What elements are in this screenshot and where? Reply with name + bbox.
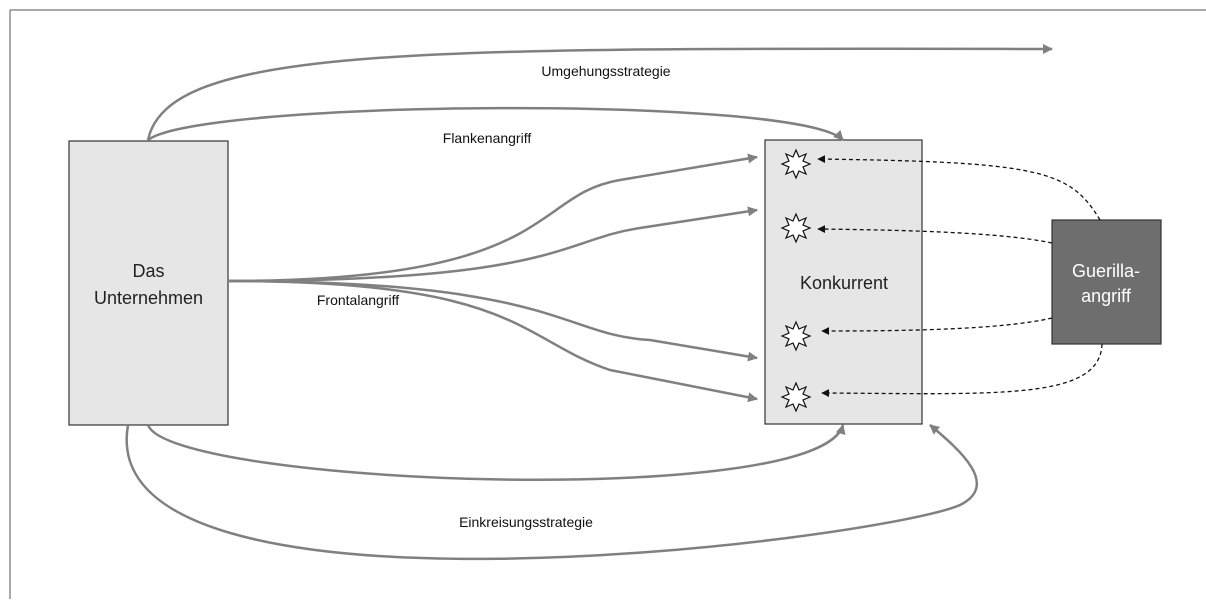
company-label-line1: Das: [132, 261, 164, 281]
guerilla-label-line2: angriff: [1081, 286, 1132, 306]
encircle-arrow-inner: [146, 424, 846, 482]
frontal-arrow-3: [227, 279, 758, 362]
encircle-label: Einkreisungsstrategie: [459, 514, 593, 530]
guerilla-arrow-1: [817, 155, 1101, 221]
flank-label: Flankenangriff: [443, 130, 532, 146]
bypass-label: Umgehungsstrategie: [541, 63, 670, 79]
frontal-label: Frontalangriff: [317, 292, 399, 308]
flank-arrow: [147, 106, 844, 141]
burst-icon: [780, 212, 812, 244]
guerilla-arrow-2: [817, 225, 1053, 244]
guerilla-box: [1051, 219, 1162, 345]
guerilla-arrow-3: [821, 317, 1053, 335]
frontal-arrow-2: [227, 206, 758, 283]
bypass-arrow: [146, 43, 1053, 141]
encircle-arrow-outer: [125, 424, 978, 561]
frontal-arrow-4: [227, 279, 758, 403]
company-label-line2: Unternehmen: [94, 288, 203, 308]
burst-icon: [780, 148, 812, 180]
burst-icon: [780, 320, 812, 352]
burst-icon: [780, 381, 812, 413]
company-box: [68, 140, 229, 426]
competitor-box: [764, 139, 923, 425]
frontal-arrow-1: [227, 153, 758, 283]
competitor-label: Konkurrent: [800, 273, 888, 293]
guerilla-label-line1: Guerilla-: [1072, 261, 1140, 281]
